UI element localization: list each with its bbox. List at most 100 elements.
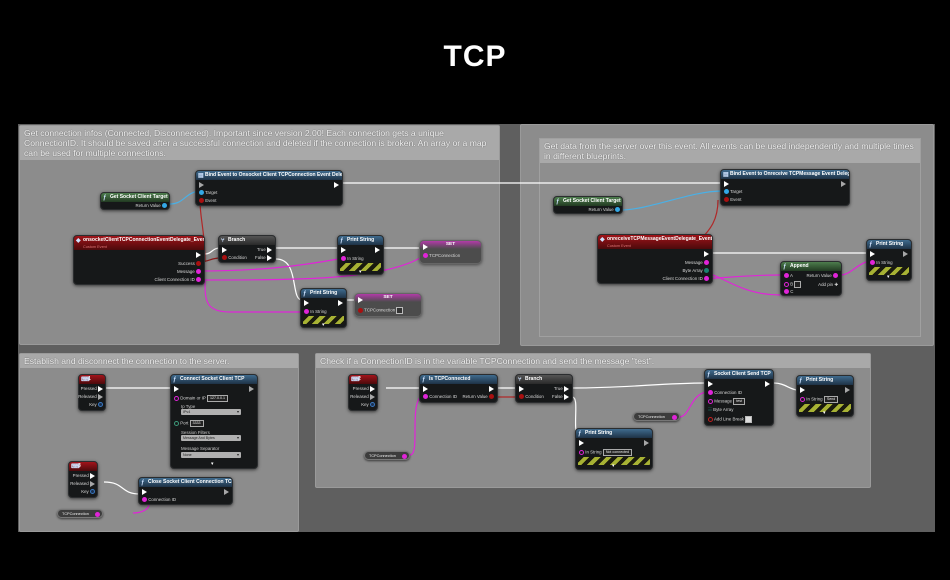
bool-pin-icon[interactable] <box>222 255 227 261</box>
struct-pin-icon[interactable] <box>90 489 95 495</box>
string-pin-icon[interactable] <box>196 269 201 275</box>
port-input[interactable]: 3333 <box>189 420 204 427</box>
message-input[interactable]: test <box>733 398 746 405</box>
struct-pin-icon[interactable] <box>370 402 375 408</box>
in-string-input[interactable]: Not connected <box>602 449 633 456</box>
exec-out-pin-icon[interactable] <box>845 387 850 393</box>
string-pin-icon[interactable] <box>708 390 713 396</box>
exec-in-pin-icon[interactable] <box>579 440 584 446</box>
in-string-input[interactable]: Send <box>823 396 839 403</box>
string-pin-icon[interactable] <box>423 394 428 400</box>
expand-arrow-icon[interactable]: ▾ <box>887 274 890 280</box>
key-2-event-node[interactable]: ⌨2 Pressed Released Key <box>348 374 378 411</box>
comment-receive-data[interactable]: Get data from the server over this event… <box>520 124 934 346</box>
exec-out-pin-icon[interactable] <box>90 481 95 487</box>
exec-out-pin-icon[interactable] <box>765 381 770 387</box>
exec-in-pin-icon[interactable] <box>519 386 524 392</box>
string-pin-icon[interactable] <box>579 450 584 455</box>
string-pin-icon[interactable] <box>784 282 789 287</box>
key-3-event-node[interactable]: ⌨3 Pressed Released Key <box>68 461 98 498</box>
exec-out-pin-icon[interactable] <box>564 394 569 400</box>
object-pin-icon[interactable] <box>199 190 204 196</box>
exec-in-pin-icon[interactable] <box>423 244 428 250</box>
domain-input[interactable]: 127.0.0.1 <box>207 395 229 402</box>
byte-array-pin-icon[interactable]: ☷ <box>708 407 712 412</box>
exec-in-pin-icon[interactable] <box>341 247 346 253</box>
string-pin-icon[interactable] <box>784 289 789 295</box>
string-pin-icon[interactable] <box>800 397 805 402</box>
ip-type-dropdown[interactable]: IPv4 <box>181 409 241 415</box>
object-pin-icon[interactable] <box>162 203 167 209</box>
exec-in-pin-icon[interactable] <box>199 182 204 188</box>
exec-out-pin-icon[interactable] <box>90 473 95 479</box>
bool-pin-icon[interactable] <box>708 417 713 422</box>
tcpconnection-variable-getter-2[interactable]: TCPConnection <box>364 451 410 460</box>
array-pin-icon[interactable] <box>358 308 363 313</box>
exec-in-pin-icon[interactable] <box>708 381 713 387</box>
string-pin-icon[interactable] <box>196 277 201 283</box>
tcpconnection-variable-getter-3[interactable]: TCPConnection <box>633 412 680 421</box>
exec-out-pin-icon[interactable] <box>224 489 229 495</box>
exec-in-pin-icon[interactable] <box>870 251 875 257</box>
branch-node-1[interactable]: ⑂Branch True Condition False <box>218 235 276 263</box>
expand-arrow-icon[interactable]: ▾ <box>359 269 362 275</box>
string-pin-icon[interactable] <box>341 256 346 262</box>
exec-in-pin-icon[interactable] <box>724 181 729 187</box>
exec-out-pin-icon[interactable] <box>370 394 375 400</box>
exec-out-pin-icon[interactable] <box>98 394 103 400</box>
custom-event-message-node[interactable]: ◆onreceiveTCPMessageEventDelegate_Event_… <box>597 234 713 284</box>
bind-event-connection-node[interactable]: ▤Bind Event to Onsocket Client TCPConnec… <box>195 170 343 206</box>
exec-out-pin-icon[interactable] <box>903 251 908 257</box>
int-pin-icon[interactable] <box>174 421 179 426</box>
add-line-break-checkbox[interactable] <box>745 416 753 423</box>
bool-pin-icon[interactable] <box>489 394 494 400</box>
exec-out-pin-icon[interactable] <box>841 181 846 187</box>
b-input[interactable] <box>794 281 802 288</box>
exec-out-pin-icon[interactable] <box>249 386 254 392</box>
string-pin-icon[interactable] <box>708 399 713 404</box>
exec-out-pin-icon[interactable] <box>338 300 343 306</box>
string-pin-icon[interactable] <box>672 415 677 420</box>
value-checkbox[interactable] <box>396 307 404 314</box>
string-pin-icon[interactable] <box>142 497 147 503</box>
branch-node-2[interactable]: ⑂Branch True Condition False <box>515 374 573 403</box>
expand-arrow-icon[interactable]: ▾ <box>612 463 615 469</box>
exec-in-pin-icon[interactable] <box>142 489 147 495</box>
exec-in-pin-icon[interactable] <box>174 386 179 392</box>
string-pin-icon[interactable] <box>833 273 838 279</box>
exec-out-pin-icon[interactable] <box>564 386 569 392</box>
string-pin-icon[interactable] <box>95 512 100 517</box>
session-filters-dropdown[interactable]: Message And Bytes <box>181 435 241 441</box>
string-pin-icon[interactable] <box>423 253 428 259</box>
string-pin-icon[interactable] <box>704 276 709 282</box>
string-pin-icon[interactable] <box>304 309 309 315</box>
byte-array-pin-icon[interactable] <box>704 268 709 274</box>
string-pin-icon[interactable] <box>784 273 789 279</box>
exec-out-pin-icon[interactable] <box>370 386 375 392</box>
tcpconnection-variable-getter[interactable]: TCPConnection <box>57 509 103 518</box>
bind-event-message-node[interactable]: ▤Bind Event to Onreceive TCPMessage Even… <box>720 169 850 206</box>
bool-pin-icon[interactable] <box>519 394 524 400</box>
string-pin-icon[interactable] <box>704 260 709 266</box>
string-pin-icon[interactable] <box>402 454 407 459</box>
expand-arrow-icon[interactable]: ▾ <box>211 461 214 467</box>
exec-out-pin-icon[interactable] <box>334 182 339 188</box>
exec-out-pin-icon[interactable] <box>98 386 103 392</box>
set-tcpconnection-node-2[interactable]: SET TCPConnection <box>354 293 422 317</box>
set-tcpconnection-node-1[interactable]: SET TCPConnection <box>419 240 482 264</box>
exec-in-pin-icon[interactable] <box>423 386 428 392</box>
custom-event-connection-node[interactable]: ◆onsocketClientTCPConnectionEventDelegat… <box>73 235 205 285</box>
message-separator-dropdown[interactable]: None <box>181 452 241 458</box>
exec-out-pin-icon[interactable] <box>704 251 709 257</box>
exec-out-pin-icon[interactable] <box>644 440 649 446</box>
